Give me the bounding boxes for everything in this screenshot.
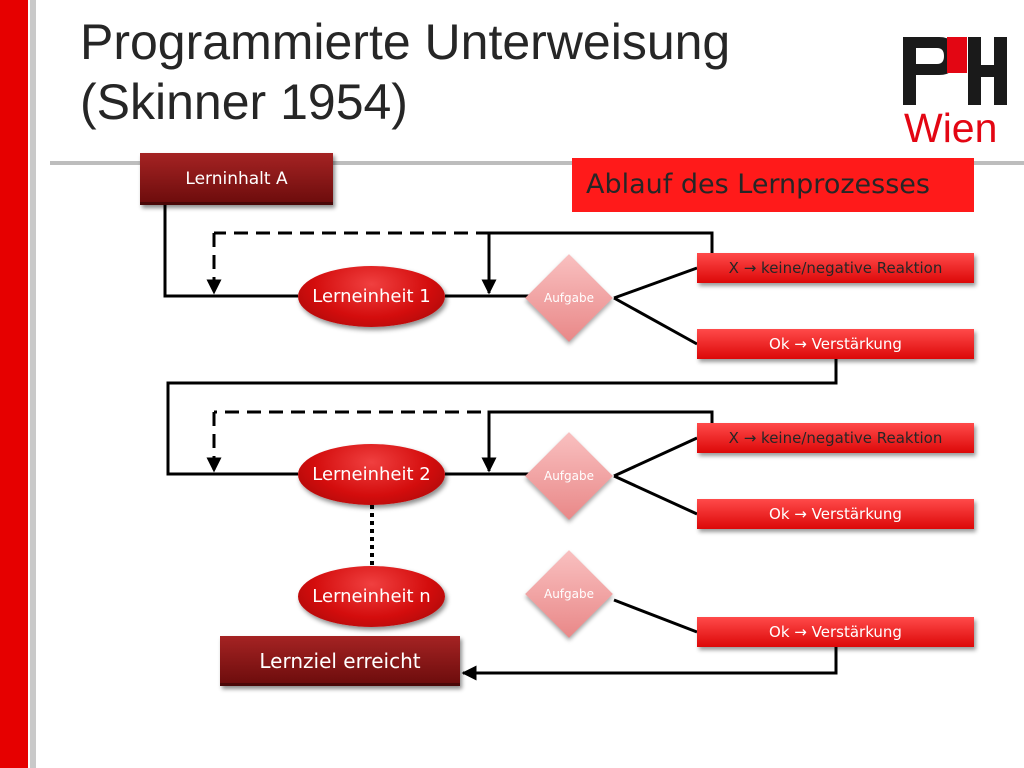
positive-outcome-2: Ok → Verstärkung <box>697 499 974 529</box>
slide-title: Programmierte Unterweisung (Skinner 1954… <box>80 12 880 132</box>
positive-outcome-1: Ok → Verstärkung <box>697 329 974 359</box>
ph-logo-icon <box>903 37 1007 105</box>
title-divider <box>50 161 1024 165</box>
positive-outcome-n: Ok → Verstärkung <box>697 617 974 647</box>
accent-bar-edge <box>30 0 36 768</box>
task-label-1: Aufgabe <box>543 291 594 305</box>
task-label-2: Aufgabe <box>543 469 594 483</box>
learning-unit-2: Lerneinheit 2 <box>298 444 445 505</box>
process-header: Ablauf des Lernprozesses <box>572 158 974 212</box>
logo-text: Wien <box>904 105 998 151</box>
accent-bar <box>0 0 28 768</box>
content-box: Lerninhalt A <box>140 153 333 205</box>
learning-unit-n: Lerneinheit n <box>298 566 445 627</box>
learning-unit-1: Lerneinheit 1 <box>298 266 445 327</box>
goal-box: Lernziel erreicht <box>220 636 460 686</box>
negative-outcome-2: X → keine/negative Reaktion <box>697 423 974 453</box>
task-label-n: Aufgabe <box>543 587 594 601</box>
title-line-2: (Skinner 1954) <box>80 74 408 130</box>
title-line-1: Programmierte Unterweisung <box>80 14 731 70</box>
negative-outcome-1: X → keine/negative Reaktion <box>697 253 974 283</box>
